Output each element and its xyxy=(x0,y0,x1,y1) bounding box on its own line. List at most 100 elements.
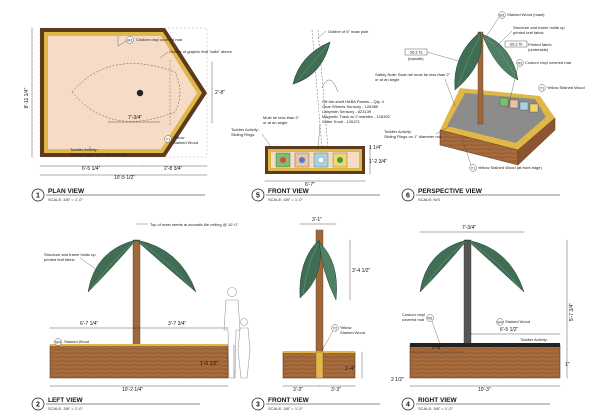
dim-front-leaf-span: 3'-1" xyxy=(312,217,322,223)
haba-item-4: Glitter Knob - 126371 xyxy=(322,119,361,124)
dim-front-small-height: 1'-2 3/4" xyxy=(369,159,388,165)
front-view-small: Outline of 6" mast pole Must be less tha… xyxy=(231,29,391,202)
tag-w1-mast: W1 xyxy=(499,13,504,17)
label-must-less: Must be less than 2" xyxy=(263,115,300,120)
label-yellow-front-edge: Yellow Stained Wood (at front edge) xyxy=(478,165,542,170)
tag-m1-plan: M1 xyxy=(128,38,133,42)
leaf-perspective-right xyxy=(481,33,519,81)
label-mast-outline: Outline of 6" mast pole xyxy=(328,29,369,34)
box-g5-3-7b: G5.3.7b xyxy=(510,42,523,46)
label-yellow-plan: Yellow xyxy=(173,135,185,140)
label-stained-plan: Stained Wood xyxy=(173,140,198,145)
view-scale-front: SCALE: 3/8" = 1'-0" xyxy=(268,406,303,411)
label-structure-2: printed leaf fabric xyxy=(513,30,544,35)
label-toddler-right-1: Toddler Activity: xyxy=(520,337,548,342)
tag-y1-plan: Y1 xyxy=(166,137,170,141)
label-structure-left-1: Structure and frame holds up xyxy=(44,252,96,257)
dim-right-to-mast: 2'-6" xyxy=(432,345,442,351)
dim-left-mast-to-end: 3'-7 3/4" xyxy=(168,321,187,327)
leaf-right-a xyxy=(419,239,468,293)
dim-right-length: 10'-3" xyxy=(478,387,491,393)
scale-figures xyxy=(223,287,251,379)
dim-right-mast-to-end: 6'-5 1/2" xyxy=(500,327,519,333)
tag-y1-front: Y1 xyxy=(471,166,475,170)
view-title-front: FRONT VIEW xyxy=(268,397,310,404)
label-structure-1: Structure and frame holds up xyxy=(513,25,565,30)
label-toddler-front-1: Toddler Activity: xyxy=(231,127,259,132)
leaf-left-b xyxy=(135,239,197,293)
haba-item-1: Gear Wheels Sensory - 126389 xyxy=(322,104,379,109)
dim-front-height: 1'-4" xyxy=(345,366,355,372)
left-view: Top of mast meets at acoustic tile ceili… xyxy=(31,222,251,411)
view-scale-right: SCALE: 3/8" = 1'-0" xyxy=(418,406,453,411)
label-vinyl-persp: Custom vinyl covered mat xyxy=(525,60,572,65)
view-title-left: LEFT VIEW xyxy=(48,397,84,404)
dim-plan-length: 10'-5 1/2" xyxy=(114,175,135,181)
label-structure-left-2: printed leaf fabric xyxy=(44,257,75,262)
view-scale-front-small: SCALE: 3/8" = 1'-0" xyxy=(268,197,303,202)
leaf-right-b xyxy=(466,239,525,293)
leaf-front-b xyxy=(318,241,337,301)
dim-front-small-length: 6'-7" xyxy=(305,182,315,188)
plan-view: 8'-11 1/4" 2'-8" 7'-3/4" 6'-5 1/4" 2'-8 … xyxy=(24,27,233,202)
label-printed-fabric: Printed fabric xyxy=(528,42,552,47)
tag-y2-front: Y2 xyxy=(333,326,337,330)
view-number-5: 5 xyxy=(256,193,260,200)
right-view: 7'-3/4" 5'-7 3/4" 2'-6" 6'-5 1/2" 10'-3"… xyxy=(391,225,575,411)
dim-right-height: 5'-7 3/4" xyxy=(569,303,575,322)
view-number-4: 4 xyxy=(406,402,410,409)
leaf-perspective-left xyxy=(454,31,482,91)
dim-front-right-half: 3'-3" xyxy=(331,387,341,393)
view-number-1: 1 xyxy=(36,193,40,200)
label-safety-1: Safety Note: Boat rail must be less than… xyxy=(375,72,451,77)
mast-pole-dot xyxy=(136,89,144,97)
haba-item-3: Magnetic Track w/ 2 marbles - 126392 xyxy=(322,114,391,119)
view-number-6: 6 xyxy=(406,193,410,200)
label-angle: or at an angle xyxy=(263,120,288,125)
dim-right-base: 2 1/2" xyxy=(391,377,404,383)
view-number-2: 2 xyxy=(36,402,40,409)
mast-right xyxy=(463,239,472,351)
leaf-sail-outline xyxy=(71,63,181,122)
dim-front-leaf-height: 3'-4 1/2" xyxy=(352,268,371,274)
view-scale-perspective: SCALE: N/S xyxy=(418,197,440,202)
tag-w4-left: W4 xyxy=(55,340,60,344)
dim-plan-bow: 2'-8" xyxy=(215,90,225,96)
label-toddler-persp-1: Toddler Activity: xyxy=(384,129,412,134)
tag-w4-right: W4 xyxy=(497,320,502,324)
dim-plan-mast-to-bow: 2'-8 3/4" xyxy=(164,166,183,172)
dim-right-rail: 1" xyxy=(565,362,570,368)
mast-perspective xyxy=(477,31,484,125)
dim-plan-mat: 7'-3/4" xyxy=(128,115,142,121)
dim-left-length: 10'-2 1/4" xyxy=(122,387,143,393)
label-stained-front: Stained Wood xyxy=(340,330,365,335)
dim-front-small-rail: 1 1/4" xyxy=(369,145,382,151)
label-underside: (underside) xyxy=(528,47,549,52)
label-toddler-right-2: Sliding Rings xyxy=(520,342,543,347)
label-toddler-plan-2: Sliding Rings on 1" diameter rod xyxy=(70,152,127,157)
tag-m1-persp: M1 xyxy=(518,61,523,65)
view-title-front-small: FRONT VIEW xyxy=(268,188,310,195)
tag-m1-right: M1 xyxy=(428,316,433,320)
dim-left-height: 1'-6 1/2" xyxy=(200,361,219,367)
dim-front-left-half: 3'-3" xyxy=(293,387,303,393)
label-yellow-persp: Yellow Stained Wood xyxy=(547,85,585,90)
dim-right-leaf-span: 7'-3/4" xyxy=(462,225,476,231)
vinyl-mat xyxy=(48,36,197,149)
label-mast-wood: Stained Wood (mast) xyxy=(507,12,545,17)
dim-left-to-mast: 6'-7 1/4" xyxy=(80,321,99,327)
view-scale-left: SCALE: 3/8" = 1'-0" xyxy=(48,406,83,411)
mast-left xyxy=(132,239,141,351)
leaf-left-a xyxy=(87,239,137,293)
label-safety-2: or at an angle xyxy=(375,77,400,82)
label-toddler-persp-2: Sliding Rings on 1" diameter rod xyxy=(384,134,441,139)
leaf-sail-front-small xyxy=(292,41,331,85)
mast-outline-dashed xyxy=(311,29,323,149)
tag-y1-persp: Y1 xyxy=(540,86,544,90)
front-view: 3'-1" 3'-4 1/2" 1'-4" 3'-3" 3'-3" Y2 Yel… xyxy=(251,217,380,411)
label-leaf-outline: Outline of graphic leaf "sails" above xyxy=(169,49,233,54)
box-g5-3-7a: G5.3.7a xyxy=(410,50,423,54)
haba-item-2: Labyrinth Sensory - 823139 xyxy=(322,109,372,114)
view-scale-plan: SCALE: 3/8" = 1'-0" xyxy=(48,197,83,202)
